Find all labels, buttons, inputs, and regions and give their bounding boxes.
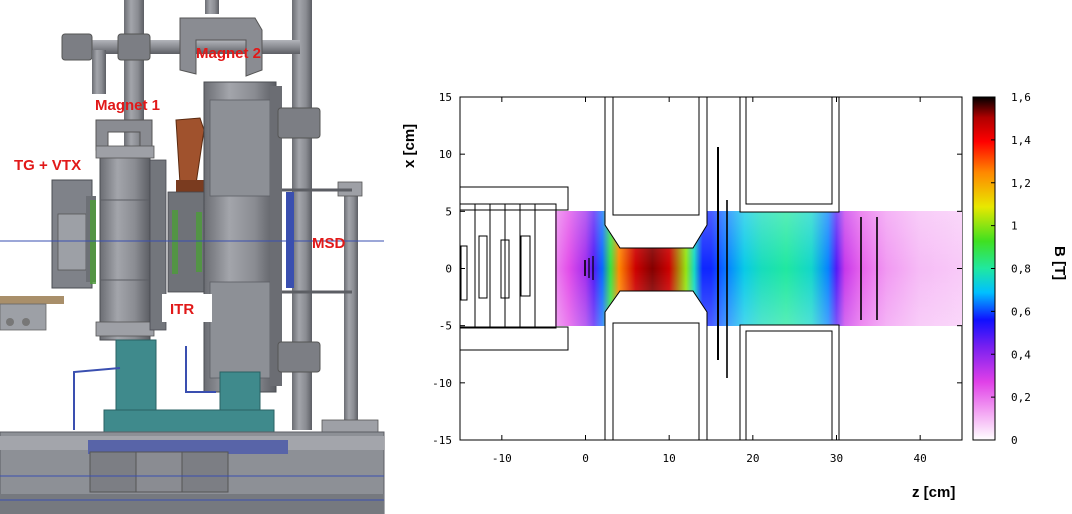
colorbar-label: B [T] xyxy=(1051,246,1068,280)
label-itr-bg xyxy=(162,294,212,322)
colorbar-tick-label: 0,6 xyxy=(1011,305,1031,318)
copper-base xyxy=(176,180,204,192)
tg-vtx-inner xyxy=(57,213,87,271)
detector-plane xyxy=(500,239,510,299)
magnet1-bottom-cap xyxy=(95,321,155,337)
colorbar-tick-label: 1,6 xyxy=(1011,91,1031,104)
magnet1-flange xyxy=(149,159,167,331)
x-axis-label: z [cm] xyxy=(912,484,955,501)
colorbar-tick-label: 0,4 xyxy=(1011,348,1031,361)
teal-base xyxy=(103,409,275,433)
y-axis-label: x [cm] xyxy=(401,124,418,168)
colorbar-tick-label: 1 xyxy=(1011,220,1018,233)
copper-yoke xyxy=(175,117,205,185)
x-tick-label: 20 xyxy=(746,452,759,465)
bench-rail-band xyxy=(88,440,288,454)
itr-detector xyxy=(172,210,178,274)
magnet1-body xyxy=(99,149,151,341)
magnet-pole-geometry xyxy=(604,96,840,441)
magnet2-hook xyxy=(179,17,263,77)
magnet2-yoke-top xyxy=(745,96,833,205)
cad-drawing: Magnet 2 Magnet 1 TG + VTX ITR MSD xyxy=(0,0,385,514)
x-tick-label: 30 xyxy=(830,452,843,465)
teal-support-left xyxy=(115,339,157,421)
top-fitting-mid xyxy=(117,33,151,61)
chamber-outline xyxy=(459,326,569,351)
x-axis-ticks: -10 0 10 20 30 40 xyxy=(492,97,927,465)
label-tg-vtx: TG + VTX xyxy=(14,157,81,174)
y-tick-label: 15 xyxy=(439,91,452,104)
y-tick-label: 0 xyxy=(445,263,452,276)
bench-carriage xyxy=(135,451,183,493)
side-table xyxy=(0,296,64,304)
x-tick-label: -10 xyxy=(492,452,512,465)
detector-plane xyxy=(520,235,531,297)
colorbar-ticks: 0 0,2 0,4 0,6 0,8 1 1,2 1,4 1,6 xyxy=(991,91,1031,447)
cable xyxy=(73,367,121,430)
clamp-top xyxy=(277,107,321,139)
detector-plane xyxy=(460,245,468,301)
top-arm xyxy=(92,50,106,94)
y-tick-label: -10 xyxy=(432,377,452,390)
y-tick-label: -5 xyxy=(439,320,452,333)
colorbar-tick-label: 1,2 xyxy=(1011,177,1031,190)
colorbar-tick-label: 0,8 xyxy=(1011,263,1031,276)
magnet2-inner-top xyxy=(209,99,271,197)
magnet2-yoke-bottom xyxy=(745,330,833,441)
label-magnet1: Magnet 1 xyxy=(95,97,160,114)
msd-plate xyxy=(286,192,294,288)
magnet2-inner-bottom xyxy=(209,281,271,379)
magnet2-side xyxy=(270,86,282,386)
clamp-bottom xyxy=(277,341,321,373)
msd-post xyxy=(344,196,358,422)
y-tick-label: -15 xyxy=(432,434,452,447)
colorbar-tick-label: 0 xyxy=(1011,434,1018,447)
x-tick-label: 40 xyxy=(914,452,927,465)
top-fitting-left xyxy=(61,33,93,61)
y-tick-label: 5 xyxy=(445,205,452,218)
x-tick-label: 10 xyxy=(663,452,676,465)
y-axis-ticks: -15 -10 -5 0 5 10 15 xyxy=(432,91,962,447)
detector-plane xyxy=(478,235,488,299)
label-msd: MSD xyxy=(312,235,346,252)
label-itr: ITR xyxy=(170,301,194,318)
magnet1-yoke-top xyxy=(612,96,700,216)
target-region-geometry xyxy=(459,186,569,351)
vtx-detector xyxy=(90,200,96,284)
side-table-leg xyxy=(0,303,47,331)
support-rod-mid xyxy=(205,0,219,14)
magnet1-yoke-bottom xyxy=(612,322,700,441)
chamber-outline xyxy=(459,203,557,329)
x-tick-label: 0 xyxy=(582,452,589,465)
bolt xyxy=(22,318,30,326)
colorbar-tick-label: 1,4 xyxy=(1011,134,1031,147)
chamber-outline xyxy=(459,186,569,211)
y-tick-label: 10 xyxy=(439,148,452,161)
cable xyxy=(185,346,216,393)
bench-rail-bottom xyxy=(0,494,384,514)
colorbar-tick-label: 0,2 xyxy=(1011,391,1031,404)
bolt xyxy=(6,318,14,326)
itr-detector xyxy=(196,212,202,272)
magnet1-top-cap xyxy=(95,145,155,159)
bench-carriage xyxy=(89,451,137,493)
bench-carriage xyxy=(181,451,229,493)
detector-lines xyxy=(584,147,878,378)
label-magnet2: Magnet 2 xyxy=(196,45,261,62)
